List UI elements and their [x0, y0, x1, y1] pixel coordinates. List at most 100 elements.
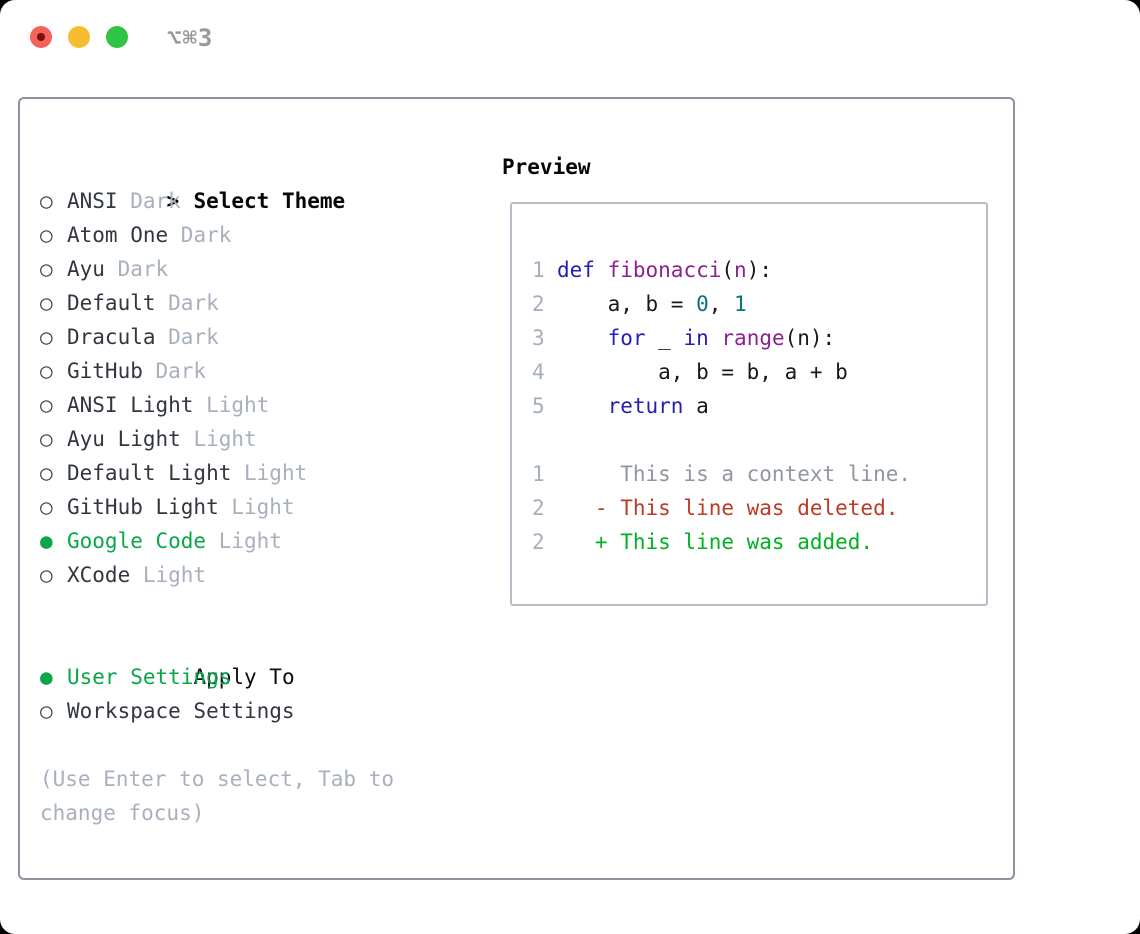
title-bar: ⌥⌘3 — [0, 0, 1140, 74]
theme-variant: Light — [218, 495, 295, 519]
code-token: (n): — [784, 326, 836, 350]
theme-variant: Light — [130, 563, 207, 587]
theme-option[interactable]: ○ Ayu Dark — [40, 252, 405, 286]
line-number: 2 — [532, 530, 545, 554]
diff-preview: 1 This is a context line.2 - This line w… — [532, 457, 986, 559]
code-token: n — [734, 258, 747, 282]
line-number: 1 — [532, 462, 545, 486]
diff-text: - This line was deleted. — [557, 496, 899, 520]
code-token — [595, 258, 608, 282]
diff-line-deleted: 2 - This line was deleted. — [532, 491, 986, 525]
theme-variant: Dark — [104, 257, 169, 281]
theme-pane: >Select Theme ○ANSI Dark○Atom One Dark○A… — [40, 150, 405, 830]
code-line: 2 a, b = 0, 1 — [532, 287, 986, 321]
line-number: 1 — [532, 258, 545, 282]
apply-to-name: User Settings — [67, 665, 232, 689]
theme-variant: Light — [206, 529, 282, 553]
spacer — [40, 592, 405, 626]
code-token: _ — [645, 326, 684, 350]
theme-list-header: > Select Theme — [40, 150, 405, 213]
close-button[interactable] — [30, 26, 52, 48]
theme-variant: Dark — [142, 359, 207, 383]
line-number: 4 — [532, 360, 545, 384]
theme-name: Google Code — [67, 529, 207, 553]
theme-variant: Dark — [117, 189, 181, 213]
apply-to-option[interactable]: ○Workspace Settings — [40, 694, 405, 728]
theme-option[interactable]: ○ GitHub Dark — [40, 354, 405, 388]
apply-to-name: Workspace Settings — [67, 699, 295, 723]
radio-unselected-icon: ○ — [40, 461, 53, 485]
code-token: ( — [721, 258, 735, 282]
window-title: ⌥⌘3 — [167, 24, 214, 52]
code-token: def — [557, 258, 595, 282]
radio-unselected-icon: ○ — [40, 325, 53, 349]
theme-variant: Light — [193, 393, 270, 417]
theme-option[interactable]: ○ANSI Dark — [40, 184, 405, 218]
theme-name: ANSI Light — [67, 393, 194, 417]
code-token: fibonacci — [607, 258, 722, 282]
theme-option[interactable]: ○Dracula Dark — [40, 320, 405, 354]
zoom-button[interactable] — [106, 26, 128, 48]
apply-to-option[interactable]: ● User Settings — [40, 660, 405, 694]
code-token: a — [683, 394, 709, 418]
radio-unselected-icon: ○ — [40, 359, 53, 383]
radio-unselected-icon: ○ — [40, 563, 53, 587]
theme-option[interactable]: ● Google Code Light — [40, 524, 405, 558]
minimize-button[interactable] — [68, 26, 90, 48]
radio-unselected-icon: ○ — [40, 291, 53, 315]
code-token: ): — [746, 258, 772, 282]
code-token: 0 — [696, 292, 709, 316]
radio-unselected-icon: ○ — [40, 427, 53, 451]
code-token — [557, 326, 608, 350]
radio-selected-icon: ● — [40, 665, 53, 689]
theme-option[interactable]: ○ Ayu Light Light — [40, 422, 405, 456]
theme-option[interactable]: ○ ANSI Light Light — [40, 388, 405, 422]
code-token — [709, 326, 722, 350]
radio-selected-icon: ● — [40, 529, 53, 553]
diff-text: This is a context line. — [557, 462, 912, 486]
theme-option[interactable]: ○Default Dark — [40, 286, 405, 320]
code-token: in — [683, 326, 709, 350]
code-line: 5 return a — [532, 389, 986, 423]
theme-option[interactable]: ○ Default Light Light — [40, 456, 405, 490]
theme-variant: Light — [180, 427, 257, 451]
diff-text: + This line was added. — [557, 530, 874, 554]
radio-unselected-icon: ○ — [40, 393, 53, 417]
theme-list: ○ANSI Dark○Atom One Dark○Ayu Dark○Defaul… — [40, 184, 405, 592]
line-number: 3 — [532, 326, 545, 350]
theme-name: Atom One — [67, 223, 169, 247]
unsaved-indicator-dot — [37, 33, 45, 41]
radio-unselected-icon: ○ — [40, 189, 53, 213]
code-token — [557, 394, 608, 418]
spacer — [40, 728, 405, 762]
code-token: a, b = b, a + b — [557, 360, 848, 384]
theme-name: GitHub — [67, 359, 143, 383]
radio-unselected-icon: ○ — [40, 223, 53, 247]
spacer — [532, 423, 986, 457]
theme-variant: Dark — [155, 325, 219, 349]
code-token: 1 — [734, 292, 747, 316]
theme-option[interactable]: ○GitHub Light Light — [40, 490, 405, 524]
cursor-arrow-icon: > — [166, 189, 180, 213]
radio-unselected-icon: ○ — [40, 495, 53, 519]
line-number: 5 — [532, 394, 545, 418]
theme-option[interactable]: ○Atom One Dark — [40, 218, 405, 252]
apply-to-list: ● User Settings ○Workspace Settings — [40, 660, 405, 728]
theme-name: XCode — [67, 563, 131, 587]
code-token: , — [708, 292, 735, 316]
line-number: 2 — [532, 292, 545, 316]
theme-variant: Light — [231, 461, 308, 485]
theme-name: Default — [67, 291, 156, 315]
radio-unselected-icon: ○ — [40, 257, 53, 281]
diff-line-context: 1 This is a context line. — [532, 457, 986, 491]
code-token: return — [607, 394, 684, 418]
apply-to-title: Apply To — [193, 665, 295, 689]
theme-name: Default Light — [67, 461, 232, 485]
theme-option[interactable]: ○ XCode Light — [40, 558, 405, 592]
theme-name: Ayu — [67, 257, 105, 281]
theme-list-title: Select Theme — [193, 189, 346, 213]
theme-name: Ayu Light — [67, 427, 181, 451]
main-panel: >Select Theme ○ANSI Dark○Atom One Dark○A… — [18, 97, 1015, 880]
